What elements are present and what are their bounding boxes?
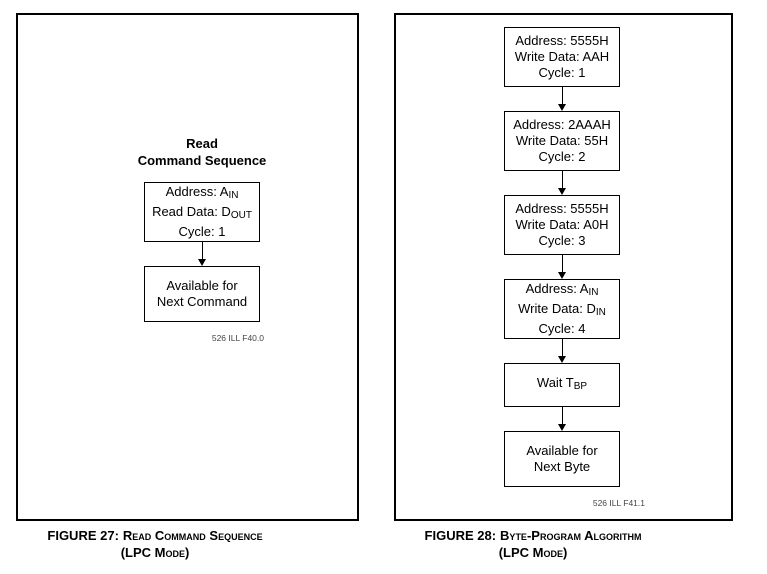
box-text: Cycle: 4 — [538, 321, 586, 336]
flow-box-line: Next Command — [157, 294, 247, 310]
illustration-credit: 526 ILL F40.0 — [211, 333, 264, 343]
box-text: Address: 2AAAH — [513, 117, 611, 132]
subscript-text: BP — [573, 381, 588, 392]
box-text: Next Byte — [533, 459, 591, 474]
flow-arrow-down — [504, 255, 620, 279]
arrow-line — [561, 87, 563, 104]
box-text: Address: A — [165, 184, 229, 199]
flow-box-line: Write Data: AAH — [515, 49, 609, 65]
flow-box-line: Address: AIN — [526, 281, 599, 301]
arrow-head-icon — [558, 188, 566, 195]
flow-box-line: Cycle: 1 — [179, 224, 226, 240]
flow-arrow-down — [144, 242, 260, 266]
flow-box-line: Address: 2AAAH — [513, 117, 611, 133]
flow-box-line: Write Data: A0H — [516, 217, 609, 233]
box-text: Address: A — [525, 281, 589, 296]
flow-box-line: Address: 5555H — [515, 33, 608, 49]
flow-box-line: Cycle: 4 — [539, 321, 586, 337]
flow-box-line: Cycle: 1 — [539, 65, 586, 81]
flow-box-line: Write Data: DIN — [518, 301, 606, 321]
box-text: Address: 5555H — [515, 201, 609, 216]
flow-box-line: Next Byte — [534, 459, 590, 475]
box-text: Available for — [166, 278, 238, 293]
box-text: Wait T — [536, 375, 574, 390]
flow-arrow-down — [504, 339, 620, 363]
subscript-text: OUT — [230, 210, 252, 221]
subscript-text: IN — [595, 307, 606, 318]
arrow-head-icon — [558, 356, 566, 363]
figure-27-caption: FIGURE 27:Read Command Sequence (LPC Mod… — [16, 527, 294, 561]
subscript-text: IN — [228, 190, 239, 201]
box-text: Next Command — [156, 294, 248, 309]
arrow-line — [561, 171, 563, 188]
box-text: Write Data: AAH — [514, 49, 610, 64]
figure-caption-line1: FIGURE 28:Byte-Program Algorithm — [394, 527, 672, 544]
flowchart-title-line: Command Sequence — [137, 153, 267, 168]
figure-caption-prefix: FIGURE 28: — [424, 528, 497, 543]
box-text: Write Data: 55H — [515, 133, 609, 148]
figure-caption-prefix: FIGURE 27: — [47, 528, 119, 543]
box-text: Cycle: 2 — [538, 149, 586, 164]
flow-box-line: Available for — [526, 443, 597, 459]
box-text: Cycle: 1 — [538, 65, 586, 80]
flow-box-line: Cycle: 2 — [539, 149, 586, 165]
flow-arrow-down — [504, 407, 620, 431]
arrow-line — [561, 407, 563, 424]
figure-caption-line2: (LPC Mode) — [120, 545, 190, 560]
flow-box-line: Wait TBP — [537, 375, 587, 395]
figure-caption-line1: FIGURE 27:Read Command Sequence — [16, 527, 294, 544]
arrow-head-icon — [558, 424, 566, 431]
figure-caption-title: Read Command Sequence — [122, 528, 263, 543]
flow-box-line: Read Data: DOUT — [152, 204, 252, 224]
figure-28-caption: FIGURE 28:Byte-Program Algorithm (LPC Mo… — [394, 527, 672, 561]
flow-box-line: Available for — [166, 278, 237, 294]
illustration-credit: 526 ILL F41.1 — [592, 498, 645, 508]
box-text: Read Data: D — [152, 204, 231, 219]
flow-box-line: Cycle: 3 — [539, 233, 586, 249]
box-text: Write Data: A0H — [515, 217, 609, 232]
figure-caption-line2: (LPC Mode) — [498, 545, 568, 560]
box-text: Available for — [526, 443, 598, 458]
figure-caption-title: Byte-Program Algorithm — [500, 528, 642, 543]
arrow-line — [561, 255, 563, 272]
flowchart-title-line: Read — [186, 136, 218, 151]
flow-box-line: Address: AIN — [166, 184, 239, 204]
flowchart-title: Read Command Sequence — [122, 135, 282, 169]
flow-arrow-down — [504, 87, 620, 111]
flow-arrow-down — [504, 171, 620, 195]
arrow-head-icon — [198, 259, 206, 266]
arrow-line — [561, 339, 563, 356]
box-text: Cycle: 3 — [538, 233, 586, 248]
flow-box-line: Address: 5555H — [515, 201, 608, 217]
box-text: Address: 5555H — [515, 33, 609, 48]
arrow-line — [201, 242, 203, 259]
flow-box: Wait TBP — [504, 363, 620, 407]
box-text: Cycle: 1 — [178, 224, 226, 239]
subscript-text: IN — [588, 287, 599, 298]
flow-box-line: Write Data: 55H — [516, 133, 608, 149]
arrow-head-icon — [558, 104, 566, 111]
arrow-head-icon — [558, 272, 566, 279]
box-text: Write Data: D — [518, 301, 596, 316]
